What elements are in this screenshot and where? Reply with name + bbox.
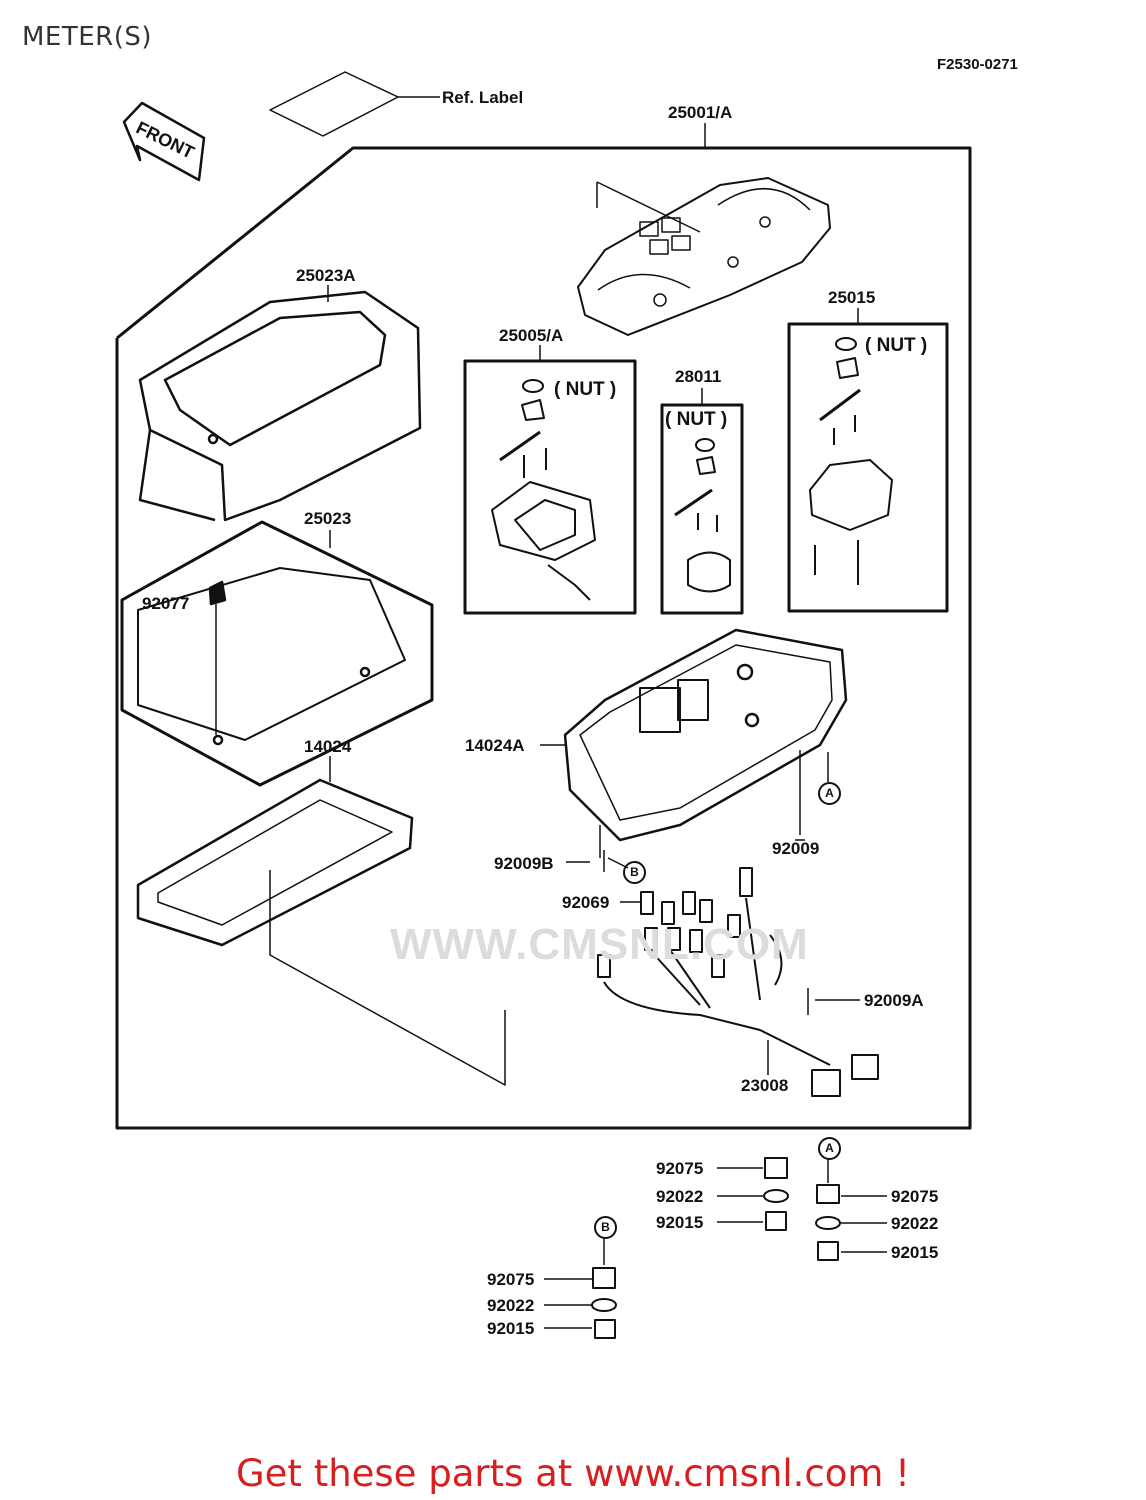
- ref-label: Ref. Label: [442, 88, 524, 107]
- fuel-gauge-movement: [674, 438, 731, 593]
- nut-label-25005A: ( NUT ): [554, 379, 617, 400]
- nut-label-28011: ( NUT ): [665, 409, 728, 430]
- part-25005A[interactable]: 25005/A: [499, 326, 564, 345]
- part-92015-b[interactable]: 92015: [487, 1319, 535, 1338]
- nut-label-25015: ( NUT ): [865, 335, 928, 356]
- part-92022-a-right[interactable]: 92022: [891, 1214, 939, 1233]
- part-25001A[interactable]: 25001/A: [668, 103, 733, 122]
- page-title: METER(S): [22, 22, 153, 52]
- front-arrow-icon: [122, 101, 206, 182]
- watermark: WWW.CMSNL.COM: [390, 920, 809, 969]
- figure-code: F2530-0271: [937, 56, 1018, 73]
- meter-cover-visor: [138, 290, 422, 522]
- meter-gasket: [136, 778, 414, 947]
- part-92009A[interactable]: 92009A: [864, 991, 924, 1010]
- part-92015-a-left[interactable]: 92015: [656, 1213, 704, 1232]
- part-92077[interactable]: 92077: [142, 594, 190, 613]
- tachometer-movement: [491, 379, 596, 601]
- meter-glass-panel: [120, 520, 434, 787]
- part-25015[interactable]: 25015: [828, 288, 876, 307]
- part-92075-a-right[interactable]: 92075: [891, 1187, 939, 1206]
- part-14024A[interactable]: 14024A: [465, 736, 525, 755]
- marker-b-hardware: B: [594, 1216, 617, 1239]
- speedometer-movement: [809, 337, 893, 585]
- part-25023A[interactable]: 25023A: [296, 266, 356, 285]
- part-14024[interactable]: 14024: [304, 737, 352, 756]
- part-92075-a-left[interactable]: 92075: [656, 1159, 704, 1178]
- meter-face-plate: [577, 177, 831, 336]
- box-25005A: [463, 359, 637, 615]
- meter-case: [563, 628, 848, 842]
- plug-92077: [208, 580, 227, 735]
- promo-link[interactable]: Get these parts at www.cmsnl.com !: [235, 1452, 910, 1495]
- wiring-harness: [597, 867, 879, 1097]
- part-28011[interactable]: 28011: [675, 367, 722, 386]
- part-23008[interactable]: 23008: [741, 1076, 789, 1095]
- ref-label-sticker: [269, 71, 399, 137]
- part-92069[interactable]: 92069: [562, 893, 610, 912]
- box-25015: [787, 322, 949, 613]
- marker-a-hardware: A: [818, 1137, 841, 1160]
- part-92009[interactable]: 92009: [772, 839, 820, 858]
- marker-a: A: [818, 782, 841, 805]
- part-92009B[interactable]: 92009B: [494, 854, 554, 873]
- marker-b: B: [623, 861, 646, 884]
- assembly-outline: [115, 146, 972, 1130]
- mounting-hardware-a: [717, 1157, 887, 1261]
- part-92075-b[interactable]: 92075: [487, 1270, 535, 1289]
- part-92022-b[interactable]: 92022: [487, 1296, 535, 1315]
- part-25023[interactable]: 25023: [304, 509, 352, 528]
- part-92022-a-left[interactable]: 92022: [656, 1187, 704, 1206]
- part-92015-a-right[interactable]: 92015: [891, 1243, 939, 1262]
- mounting-hardware-b: [544, 1238, 617, 1339]
